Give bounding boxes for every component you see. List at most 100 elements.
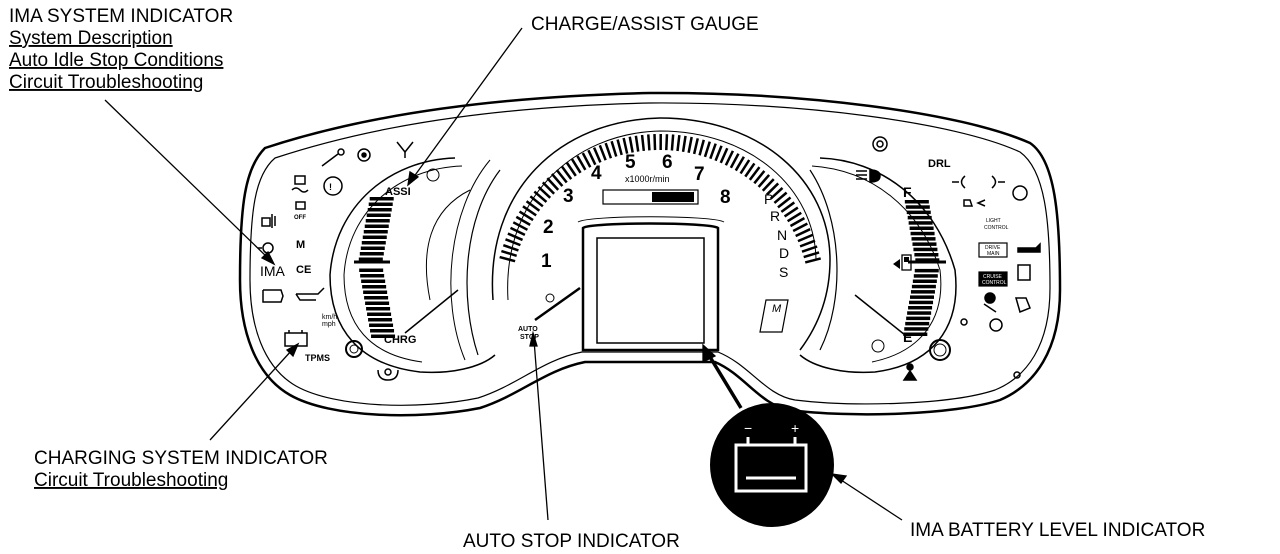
charge-assist-segment: [367, 312, 392, 316]
brake-warning-icon: [872, 136, 888, 152]
charge-assist-segment: [363, 290, 388, 294]
cruise-control-label: CONTROL: [982, 280, 1007, 286]
charge-assist-segment: [361, 241, 386, 245]
drive-main-box: [978, 242, 1008, 258]
auto-stop-label: STOP: [520, 334, 539, 341]
charge-assist-segment: [366, 213, 391, 217]
gear-letter: S: [779, 264, 788, 280]
fuel-gauge-segment: [906, 316, 931, 321]
tach-segment: [507, 232, 524, 242]
fuel-pump-icon: [893, 254, 912, 271]
tach-segment: [560, 165, 573, 180]
tach-segment: [634, 135, 640, 152]
tach-segment: [502, 243, 519, 252]
svg-text:CE: CE: [296, 264, 311, 276]
manual-mode-box: [759, 299, 789, 333]
tach-segment: [783, 206, 799, 218]
fuel-gauge-segment: [908, 306, 933, 310]
fuel-gauge-segment: [911, 237, 936, 241]
fuel-gauge-segment: [903, 332, 928, 336]
tach-segment: [533, 190, 548, 203]
gear-letter: D: [779, 245, 789, 261]
oil-pressure-icon: [295, 287, 325, 301]
light-control-label: LIGHT: [986, 218, 1001, 224]
tach-segment: [734, 156, 745, 172]
charge-assist-segment: [360, 246, 385, 250]
tach-segment: [681, 135, 687, 152]
tach-segment: [653, 134, 657, 151]
fog-light-icon: [396, 141, 414, 158]
ima-battery-level-title: IMA BATTERY LEVEL INDICATOR: [910, 520, 1205, 541]
tach-segment: [804, 257, 822, 264]
tach-segment: [610, 140, 618, 157]
tach-segment: [522, 205, 537, 217]
fuel-gauge-segment: [904, 327, 929, 331]
charge-assist-segment: [362, 285, 387, 289]
right-warning-indicators: [856, 136, 1041, 381]
info-dot-icon: [960, 318, 1021, 379]
tach-segment: [665, 134, 669, 151]
tach-segment: [551, 173, 564, 187]
fog-lamp-icon: [952, 175, 966, 189]
eco-badge: [602, 189, 699, 205]
fuel-gauge-segment: [914, 268, 939, 273]
tach-segment: [598, 144, 607, 161]
battery-plus-label: +: [791, 420, 799, 436]
fuel-gauge-segment: [904, 200, 929, 204]
trip-button-knob: [929, 339, 951, 361]
tach-segment: [719, 147, 729, 164]
tach-segment: [703, 141, 711, 158]
battery-warning-icon: [284, 330, 308, 347]
seatbelt-icon: M: [296, 239, 305, 251]
auto-idle-stop-link[interactable]: Auto Idle Stop Conditions: [9, 50, 223, 71]
charging-circuit-troubleshooting-link[interactable]: Circuit Troubleshooting: [34, 470, 228, 491]
immobilizer-icon: [261, 214, 276, 228]
tach-segment: [709, 143, 717, 160]
tach-segment: [729, 153, 740, 169]
door-open-icon: [1017, 242, 1041, 253]
headlight-icon: [963, 199, 986, 207]
tach-segment: [581, 152, 592, 168]
charge-assist-segment: [358, 257, 383, 261]
charge-assist-segment: [362, 235, 387, 239]
charge-assist-segment: [364, 224, 389, 228]
vsa-icon: [291, 175, 309, 193]
tach-segment: [616, 139, 623, 156]
tach-segment: [792, 222, 808, 233]
charge-assist-segment: [363, 230, 388, 234]
tach-needle: [534, 286, 581, 322]
tach-segment: [555, 169, 568, 184]
tach-dial: [450, 117, 838, 361]
charge-assist-segment: [367, 208, 392, 212]
auto-stop-indicator-title: AUTO STOP INDICATOR: [463, 531, 680, 552]
charge-assist-segment: [371, 334, 396, 338]
light-control-label: CONTROL: [984, 225, 1009, 231]
fuel-gauge-segment: [906, 210, 931, 215]
system-description-link[interactable]: System Description: [9, 28, 173, 49]
ima-circuit-troubleshooting-link[interactable]: Circuit Troubleshooting: [9, 72, 203, 93]
svg-text:M: M: [296, 239, 305, 251]
charge-assist-segment: [366, 307, 391, 311]
parking-brake-icon: [258, 242, 274, 254]
tach-segment: [640, 134, 646, 152]
tach-unit: x1000r/min: [625, 174, 670, 184]
charging-system-title: CHARGING SYSTEM INDICATOR: [34, 448, 328, 469]
tach-number: 4: [591, 163, 602, 184]
fuel-empty-label: E: [903, 329, 912, 345]
tach-segment: [546, 177, 560, 191]
tach-segment: [714, 145, 723, 162]
tach-number: 1: [541, 251, 552, 272]
tach-segment: [505, 238, 521, 247]
tach-segment: [739, 159, 751, 175]
tach-segment: [509, 226, 526, 236]
charge-assist-segment: [369, 197, 394, 201]
tach-segment: [769, 187, 784, 200]
callout-ima-system: IMA SYSTEM INDICATOR System Description …: [9, 6, 233, 93]
ima-system-title: IMA SYSTEM INDICATOR: [9, 6, 233, 27]
tach-segment: [499, 255, 516, 263]
tach-segment: [797, 233, 814, 243]
tach-segment: [647, 134, 651, 151]
hood-open-icon: [1017, 264, 1031, 281]
fuel-gauge-segment: [913, 247, 938, 252]
